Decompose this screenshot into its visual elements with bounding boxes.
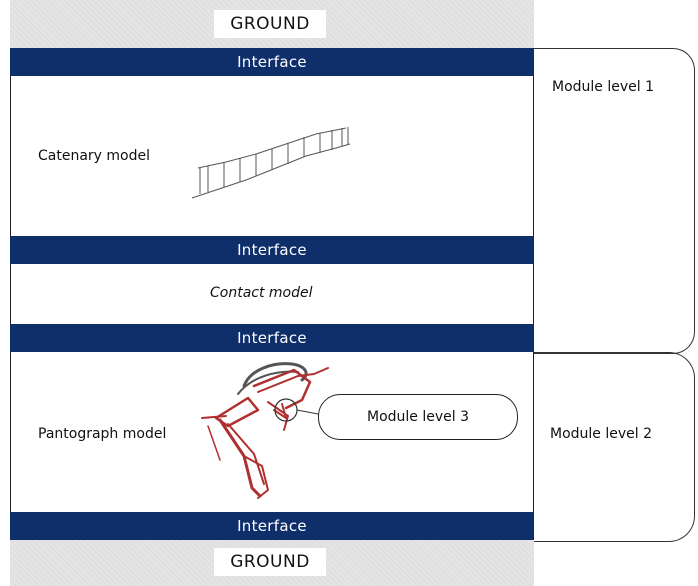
contact-model-label: Contact model <box>210 285 313 301</box>
interface-band-2: Interface <box>10 236 534 264</box>
contact-panel <box>10 264 534 324</box>
pantograph-model-label: Pantograph model <box>38 426 167 442</box>
ground-bottom-label: GROUND <box>214 548 326 576</box>
interface-band-3: Interface <box>10 324 534 352</box>
catenary-model-label: Catenary model <box>38 148 150 164</box>
module-level-1-label: Module level 1 <box>552 79 655 95</box>
catenary-wire-icon <box>191 127 351 199</box>
pantograph-icon <box>201 362 329 499</box>
ground-top-label: GROUND <box>214 10 326 38</box>
interface-band-1: Interface <box>10 48 534 76</box>
interface-band-4: Interface <box>10 512 534 540</box>
module-level-1-bracket <box>534 48 695 354</box>
module-level-3-bubble: Module level 3 <box>318 394 518 440</box>
module-level-2-bracket <box>534 352 695 542</box>
module-level-2-label: Module level 2 <box>550 426 653 442</box>
